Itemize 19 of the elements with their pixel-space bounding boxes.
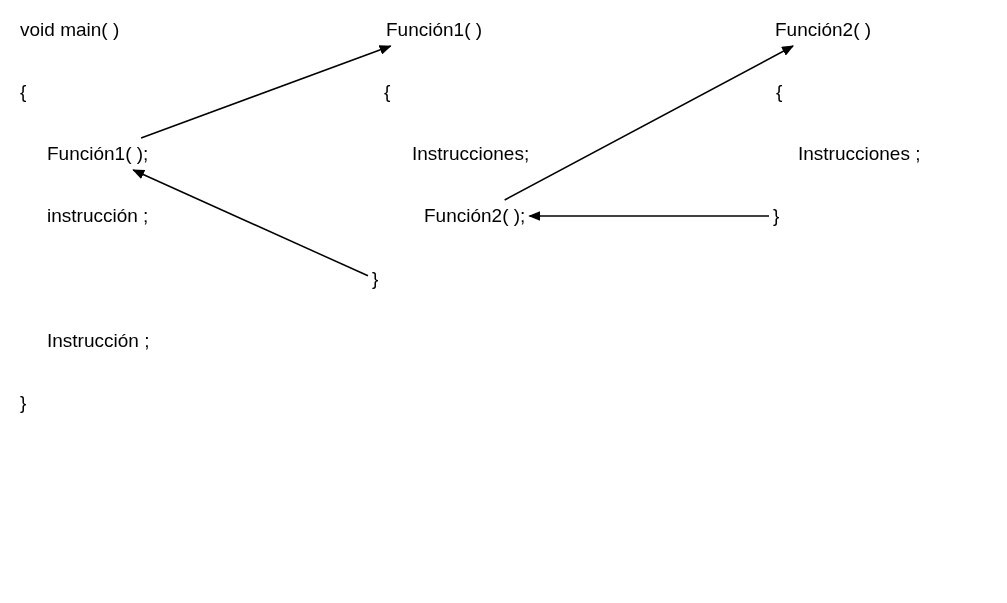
code-line: Instrucciones ; [798,142,921,166]
code-line: Instrucciones; [412,142,530,166]
arrow [132,169,369,277]
code-line: } [20,391,27,415]
code-line: Instrucción ; [47,329,150,353]
code-line: { [384,80,391,104]
code-line: { [776,80,783,104]
code-line: Función1( ) [386,18,483,42]
code-line: Función2( ); [424,204,526,228]
code-line: Función2( ) [775,18,872,42]
code-line: } [372,267,379,291]
code-line: instrucción ; [47,204,149,228]
arrow [503,45,794,201]
code-line: Función1( ); [47,142,149,166]
code-line: void main( ) [20,18,120,42]
code-line: { [20,80,27,104]
code-line: } [773,204,780,228]
arrow [528,211,770,221]
arrow [140,45,392,139]
